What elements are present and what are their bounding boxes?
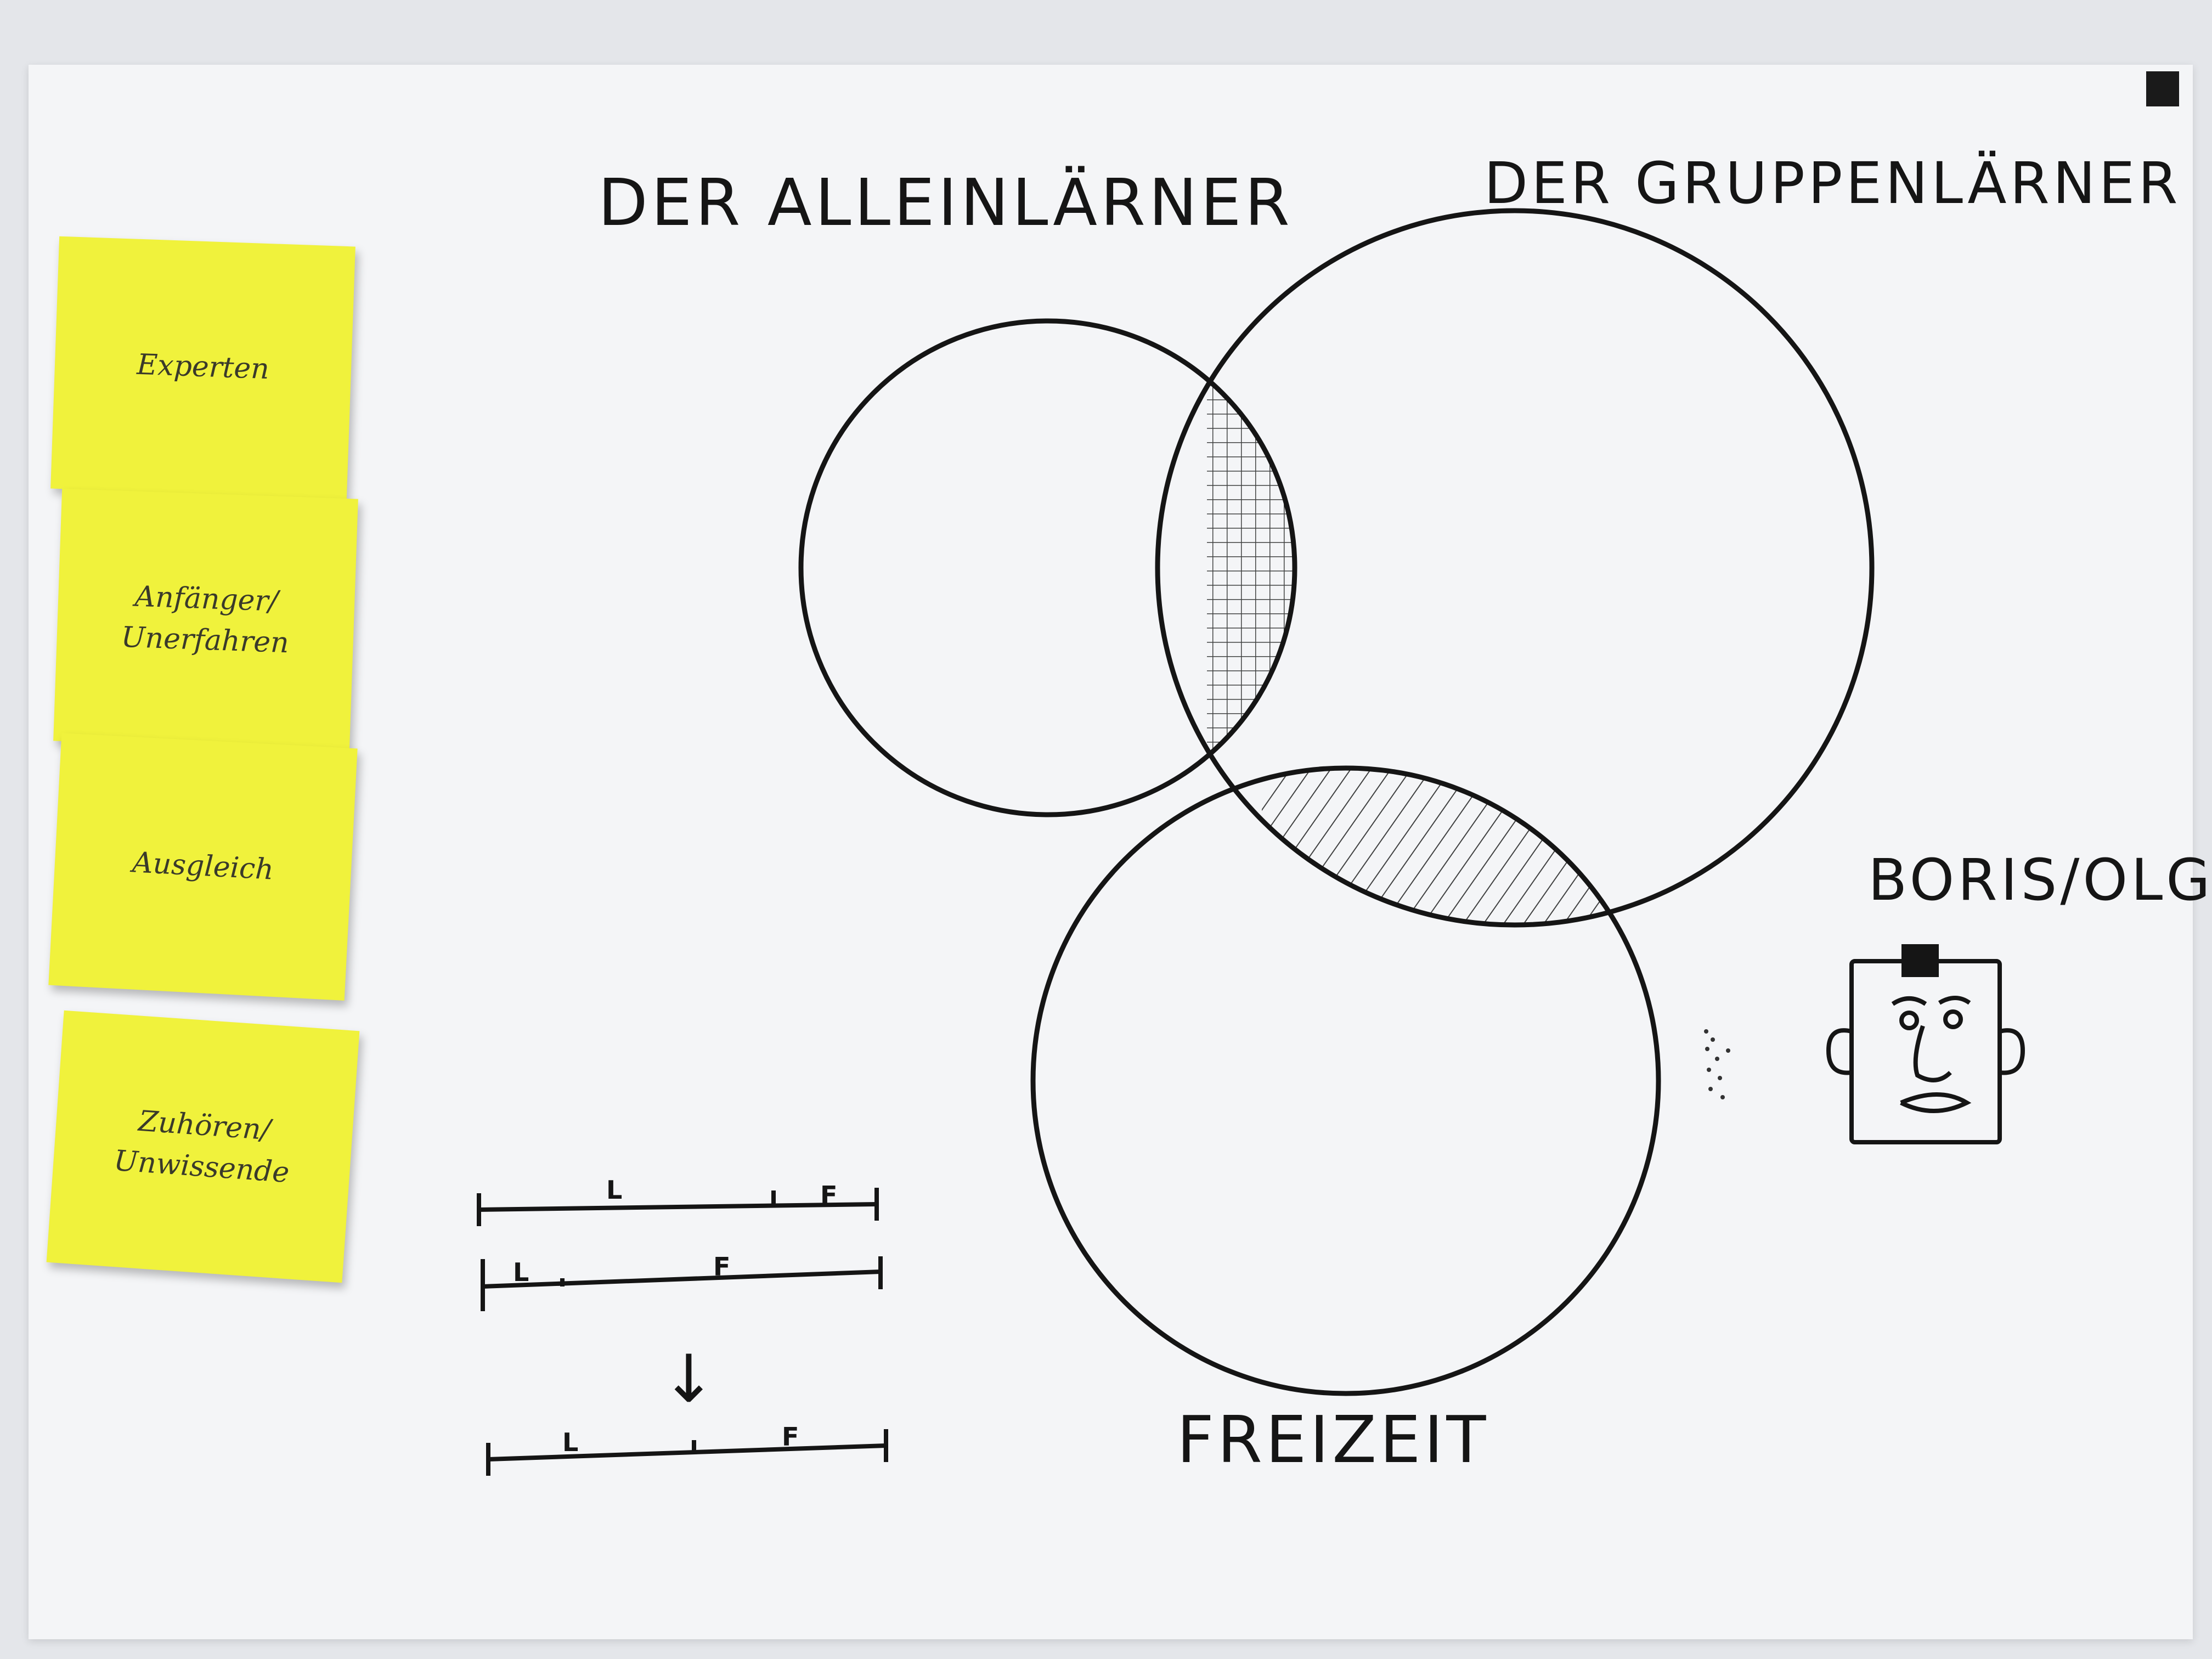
dotted-marks (1704, 1029, 1730, 1099)
label-freizeit: FREIZEIT (1177, 1402, 1489, 1477)
timeline-2-letter-l: L (513, 1257, 532, 1287)
circle-alleinlaerner (798, 318, 1297, 817)
circle-gruppenlaerner (1155, 208, 1875, 928)
corner-mark (2146, 71, 2179, 106)
timeline-3-letter-l: L (562, 1427, 582, 1457)
timeline-2-letter-f: F (713, 1252, 733, 1282)
down-arrow-icon: ↓ (661, 1341, 720, 1418)
timeline-1 (477, 1188, 879, 1226)
timeline-3-letter-f: F (782, 1422, 802, 1452)
label-gruppenlaerner: DER GRUPPENLÄRNER (1484, 150, 2181, 217)
circle-freizeit (1030, 765, 1661, 1396)
overlap-gruppenlaerner-freizeit (1262, 768, 1658, 925)
timeline-2 (481, 1256, 883, 1311)
timeline-3 (486, 1429, 888, 1476)
persona-name: BORIS/OLGA (1868, 847, 2212, 913)
timeline-1-letter-l: L (606, 1175, 625, 1205)
label-alleinlaerner: DER ALLEINLÄRNER (598, 165, 1293, 240)
persona-face-icon (1826, 944, 2025, 1144)
timeline-1-letter-f: F (820, 1181, 840, 1210)
